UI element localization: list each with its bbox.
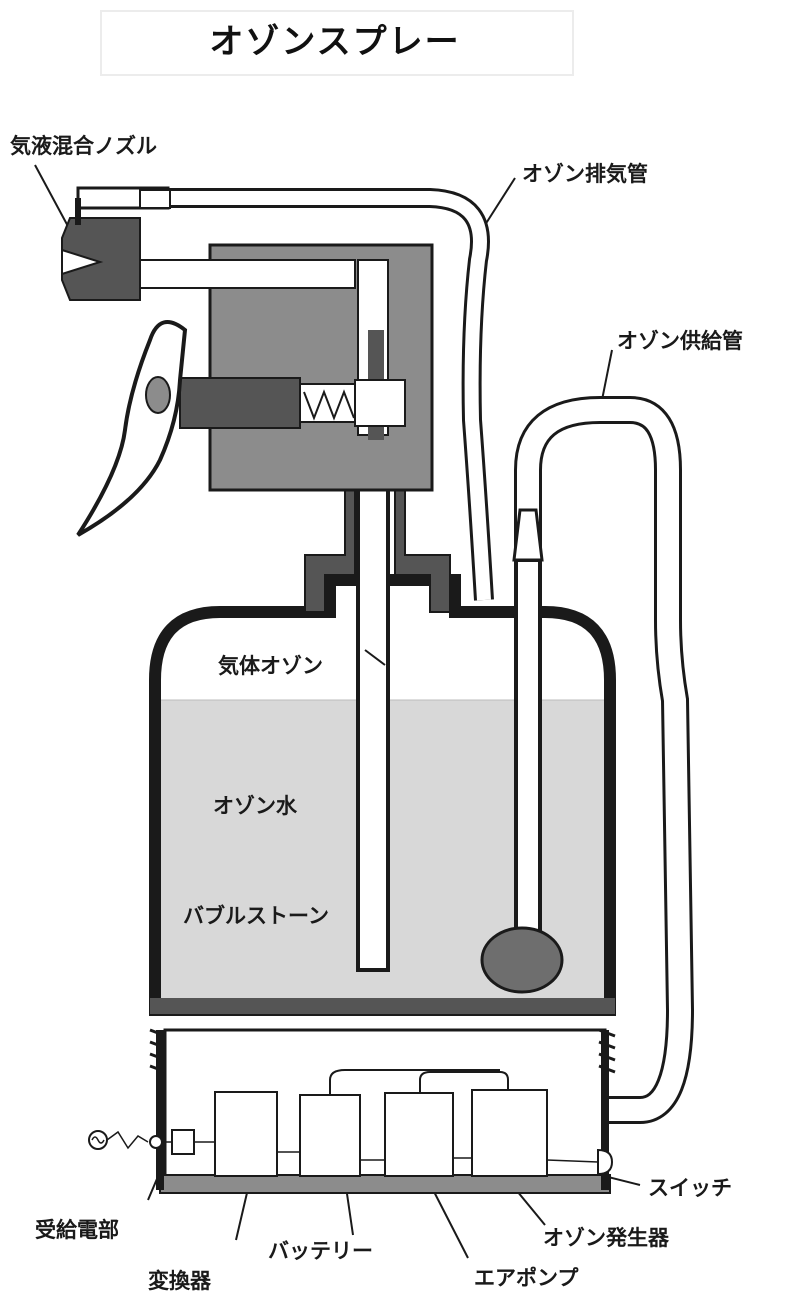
- thread-right: [598, 1028, 616, 1074]
- ozone-generator-box: [471, 1089, 548, 1177]
- supply-tube-connector: [512, 508, 544, 562]
- piston: [179, 377, 301, 429]
- switch-button: [597, 1148, 614, 1176]
- wiring: [277, 1151, 599, 1163]
- valve-block: [354, 379, 406, 427]
- trigger-pivot: [145, 376, 171, 414]
- supply-tube-internal: [514, 558, 542, 952]
- nozzle-housing: [61, 217, 141, 301]
- power-cable: [106, 1130, 149, 1150]
- base-floor: [159, 1174, 611, 1194]
- label-ozone-generator: オゾン発生器: [543, 1226, 669, 1250]
- nozzle-tip: [61, 248, 104, 276]
- converter-box: [214, 1091, 278, 1177]
- air-pump-box: [384, 1092, 454, 1177]
- leader-exhaust: [484, 177, 516, 226]
- label-power-receiver: 受給電部: [35, 1218, 119, 1242]
- spray-channel: [139, 259, 356, 289]
- dip-tube: [356, 428, 390, 972]
- diagram-title: オゾンスプレー: [209, 22, 461, 62]
- label-converter: 変換器: [148, 1269, 211, 1293]
- label-exhaust-tube: オゾン排気管: [522, 162, 648, 186]
- spring: [303, 389, 355, 421]
- wiring-top: [329, 1069, 500, 1095]
- container-partition: [150, 998, 615, 1014]
- label-battery: バッテリー: [268, 1239, 373, 1263]
- label-switch: スイッチ: [648, 1176, 732, 1200]
- label-ozone-water: オゾン水: [213, 794, 297, 818]
- label-air-pump: エアポンプ: [474, 1266, 579, 1290]
- leader-nozzle: [34, 164, 71, 231]
- ac-wave-icon: [91, 1136, 105, 1144]
- spring-chamber: [299, 383, 361, 423]
- supply-tube-inner: [517, 399, 692, 1121]
- power-receiver-box: [171, 1129, 195, 1155]
- label-supply-tube: オゾン供給管: [617, 329, 743, 353]
- exhaust-tube-inner: [165, 191, 491, 601]
- thread-left: [149, 1028, 167, 1074]
- label-gas-ozone: 気体オゾン: [218, 654, 323, 678]
- bubble-stone-shape: [480, 926, 564, 994]
- pump-generator-pipe: [419, 1071, 509, 1093]
- title-frame: [100, 10, 574, 76]
- dip-tube-cut: [364, 649, 386, 666]
- trigger: [76, 320, 188, 537]
- label-nozzle: 気液混合ノズル: [10, 134, 157, 158]
- plug-icon: [149, 1135, 163, 1149]
- nozzle-connector: [139, 189, 171, 209]
- label-bubble-stone: バブルストーン: [183, 904, 329, 928]
- battery-box: [299, 1094, 361, 1177]
